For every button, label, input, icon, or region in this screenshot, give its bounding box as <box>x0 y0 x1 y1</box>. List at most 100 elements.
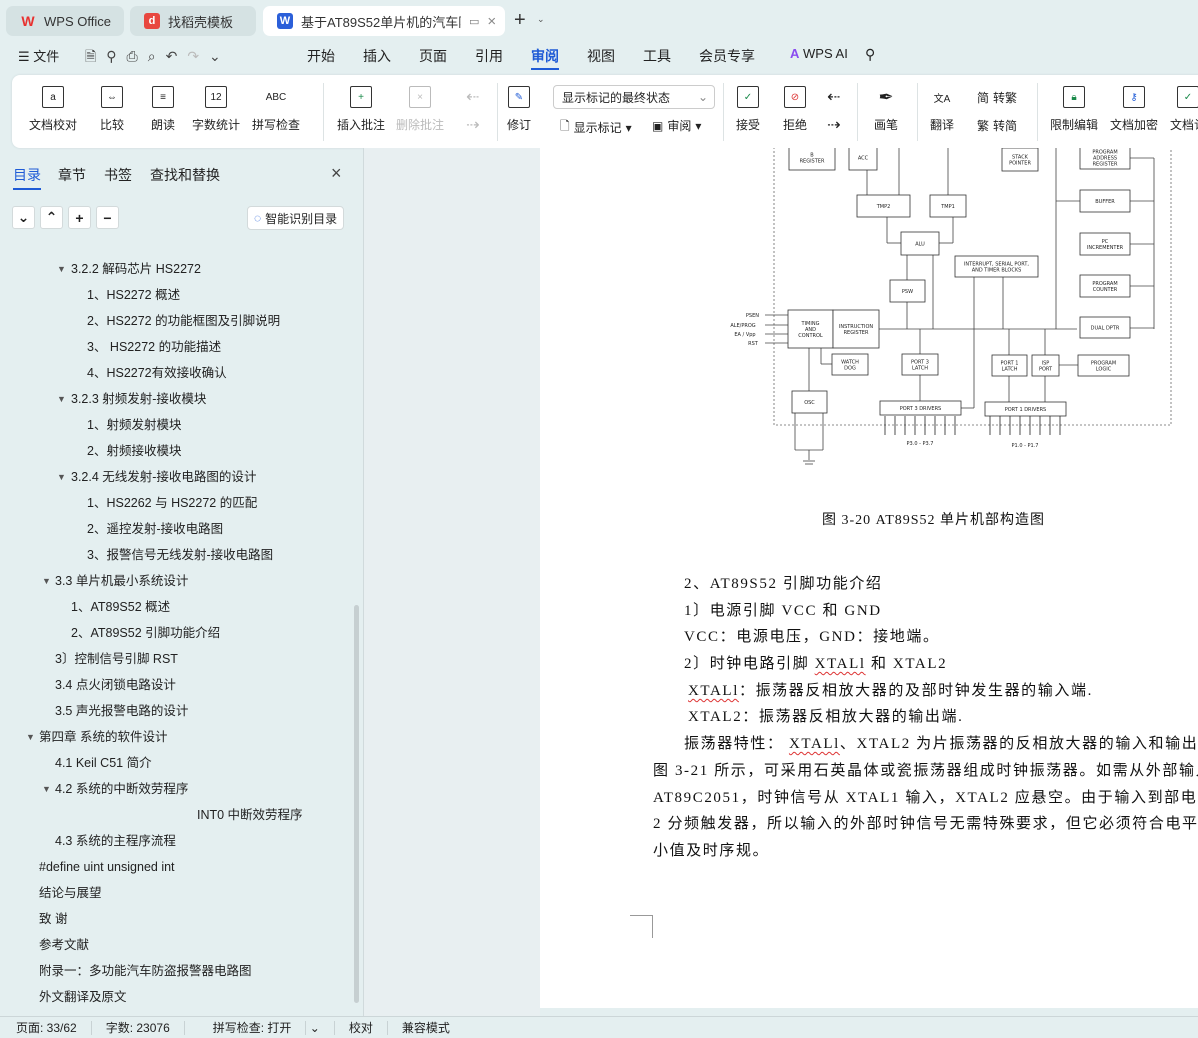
toc-item[interactable]: 3.4 点火闭锁电路设计 <box>0 672 352 698</box>
menu-start[interactable]: 开始 <box>307 48 335 64</box>
collapse-up-button[interactable]: ⌃ <box>40 206 63 229</box>
sidebar-tab-toc[interactable]: 目录 <box>13 165 41 190</box>
file-menu[interactable]: ☰ 文件 <box>18 49 60 64</box>
toc-item[interactable]: 1、HS2272 概述 <box>0 282 352 308</box>
link-icon[interactable]: ⚲ <box>106 48 127 64</box>
accept-button[interactable]: ✓接受 <box>736 75 760 133</box>
new-tab-button[interactable]: + <box>514 9 526 31</box>
toc-item[interactable]: 3.5 声光报警电路的设计 <box>0 698 352 724</box>
collapse-arrow-icon[interactable]: ▼ <box>57 394 66 404</box>
tab-document[interactable]: W基于AT89S52单片机的汽车防盗▭× <box>263 6 505 36</box>
doc-certify-button[interactable]: ✓文档认 <box>1170 75 1198 133</box>
toc-item[interactable]: 2、HS2272 的功能框图及引脚说明 <box>0 308 352 334</box>
toc-item[interactable]: ▼3.2.4 无线发射-接收电路图的设计 <box>0 464 352 490</box>
pen-button[interactable]: ✒画笔 <box>874 86 899 133</box>
toc-item[interactable]: 1、射频发射模块 <box>0 412 352 438</box>
spell-check-status[interactable]: 拼写检查: 打开 ⌄ <box>185 1020 335 1035</box>
compare-button[interactable]: ⇔比较 <box>100 75 124 133</box>
sidebar-scrollbar[interactable] <box>354 605 359 1003</box>
page-indicator[interactable]: 页面: 33/62 <box>0 1020 92 1035</box>
prev-comment-icon[interactable]: ⇠ <box>466 89 480 106</box>
collapse-arrow-icon[interactable]: ▼ <box>57 472 66 482</box>
redo-icon[interactable]: ↷ <box>187 48 210 64</box>
toc-item[interactable]: 2、AT89S52 引脚功能介绍 <box>0 620 352 646</box>
menu-references[interactable]: 引用 <box>475 48 503 64</box>
menu-page[interactable]: 页面 <box>419 48 447 64</box>
toc-item[interactable]: 4、HS2272有效接收确认 <box>0 360 352 386</box>
read-aloud-button[interactable]: ≡朗读 <box>151 75 175 133</box>
to-simplified-button[interactable]: 繁转简 <box>977 119 1018 133</box>
review-pane-button[interactable]: ▣审阅▾ <box>652 118 702 134</box>
encrypt-button[interactable]: ⚷文档加密 <box>1110 75 1158 133</box>
monitor-icon[interactable]: ▭ <box>469 15 480 28</box>
add-level-button[interactable]: + <box>68 206 91 229</box>
toc-item[interactable]: 致 谢 <box>0 906 352 932</box>
menu-member[interactable]: 会员专享 <box>699 48 755 64</box>
expand-down-button[interactable]: ⌄ <box>12 206 35 229</box>
collapse-arrow-icon[interactable]: ▼ <box>26 732 35 742</box>
remove-level-button[interactable]: − <box>96 206 119 229</box>
to-traditional-button[interactable]: 简转繁 <box>977 91 1018 105</box>
reject-button[interactable]: ⊘拒绝 <box>783 75 807 133</box>
track-changes-button[interactable]: ✎修订 <box>507 75 531 133</box>
sidebar-tab-bookmarks[interactable]: 书签 <box>104 167 132 183</box>
toc-item[interactable]: ▼第四章 系统的软件设计 <box>0 724 352 750</box>
show-markup-button[interactable]: 🗋显示标记▾ <box>560 117 632 138</box>
wps-ai-button[interactable]: A WPS AI <box>790 46 848 61</box>
toc-item[interactable]: 外文翻译及原文 <box>0 984 352 1010</box>
menu-view[interactable]: 视图 <box>587 48 615 64</box>
toc-item[interactable]: 4.1 Keil C51 简介 <box>0 750 352 776</box>
collapse-arrow-icon[interactable]: ▼ <box>57 264 66 274</box>
toc-item[interactable]: 3〕控制信号引脚 RST <box>0 646 352 672</box>
collapse-arrow-icon[interactable]: ▼ <box>42 576 51 586</box>
close-tab-icon[interactable]: × <box>487 12 497 30</box>
save-icon[interactable]: 🗎 <box>85 48 107 64</box>
search-icon[interactable]: ⚲ <box>865 46 876 62</box>
insert-comment-button[interactable]: +插入批注 <box>337 75 385 133</box>
prev-change-icon[interactable]: ⇠ <box>827 89 841 106</box>
sidebar-tab-chapters[interactable]: 章节 <box>58 167 86 183</box>
restrict-editing-button[interactable]: 🔒︎限制编辑 <box>1050 75 1098 133</box>
markup-select[interactable]: 显示标记的最终状态⌄ <box>553 85 715 109</box>
toc-item[interactable]: 2、遥控发射-接收电路图 <box>0 516 352 542</box>
toc-item[interactable]: ▼3.3 单片机最小系统设计 <box>0 568 352 594</box>
next-change-icon[interactable]: ⇢ <box>827 117 841 134</box>
toc-item[interactable]: 附录一：多功能汽车防盗报警器电路图 <box>0 958 352 984</box>
undo-icon[interactable]: ↶ <box>165 48 188 64</box>
toc-item[interactable]: 参考文献 <box>0 932 352 958</box>
toc-item[interactable]: ▼4.2 系统的中断效劳程序 <box>0 776 352 802</box>
toc-item[interactable]: 4.3 系统的主程序流程 <box>0 828 352 854</box>
toc-item[interactable]: ▼3.2.3 射频发射-接收模块 <box>0 386 352 412</box>
proofread-status[interactable]: 校对 <box>335 1020 388 1035</box>
delete-comment-button[interactable]: ×删除批注 <box>396 75 444 133</box>
toc-item[interactable]: 3、 HS2272 的功能描述 <box>0 334 352 360</box>
toc-item[interactable]: 3、报警信号无线发射-接收电路图 <box>0 542 352 568</box>
print-icon[interactable]: ⎙ <box>126 48 148 64</box>
menu-insert[interactable]: 插入 <box>363 48 391 64</box>
toc-item[interactable]: 1、AT89S52 概述 <box>0 594 352 620</box>
smart-toc-button[interactable]: ◌智能识别目录 <box>247 206 345 230</box>
word-count[interactable]: 字数: 23076 <box>92 1020 185 1035</box>
next-comment-icon[interactable]: ⇢ <box>466 117 480 134</box>
toc-item[interactable]: 1、HS2262 与 HS2272 的匹配 <box>0 490 352 516</box>
toc-item[interactable]: 2、射频接收模块 <box>0 438 352 464</box>
menu-tools[interactable]: 工具 <box>643 48 671 64</box>
print-preview-icon[interactable]: ⌕ <box>147 48 166 64</box>
tab-list-chevron-icon[interactable]: ⌄ <box>537 14 545 24</box>
more-chevron-icon[interactable]: ⌄ <box>209 48 231 64</box>
collapse-arrow-icon[interactable]: ▼ <box>42 784 51 794</box>
sidebar-tab-find-replace[interactable]: 查找和替换 <box>150 167 220 183</box>
close-sidebar-icon[interactable]: × <box>331 163 342 183</box>
toc-item[interactable]: 结论与展望 <box>0 880 352 906</box>
menu-review[interactable]: 审阅 <box>531 46 559 70</box>
toc-item[interactable]: ▼3.2.2 解码芯片 HS2272 <box>0 256 352 282</box>
toc-item[interactable]: #define uint unsigned int <box>0 854 352 880</box>
toc-item[interactable]: INT0 中断效劳程序 <box>0 802 352 828</box>
